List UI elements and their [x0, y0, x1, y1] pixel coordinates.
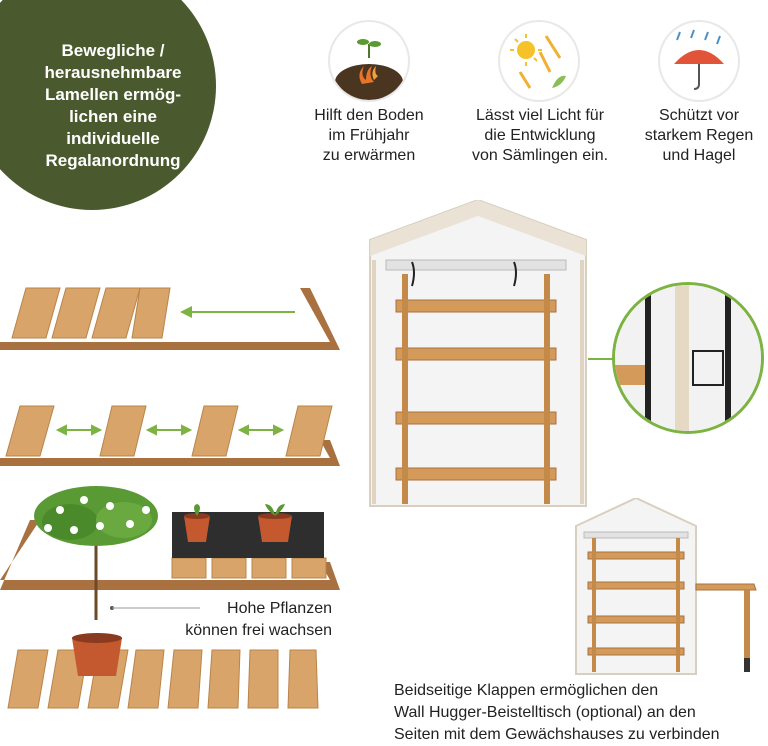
greenhouse-main-image — [368, 198, 590, 515]
feature-line: die Entwicklung — [484, 127, 596, 144]
feature-line: im Frühjahr — [328, 127, 410, 144]
feature-soil-text: Hilft den Boden im Frühjahr zu erwärmen — [294, 106, 444, 166]
shelf-diagram-spread — [0, 400, 340, 470]
zipper-detail-zoom — [612, 282, 764, 434]
badge-text: Bewegliche / herausnehmbare Lamellen erm… — [8, 40, 218, 172]
feature-line: Lässt viel Licht für — [475, 107, 605, 124]
feature-line: und Hagel — [662, 147, 736, 164]
feature-line: starkem Regen — [644, 127, 754, 144]
badge-line: Bewegliche / — [61, 41, 165, 60]
zoom-connector — [588, 358, 616, 360]
side-table-caption: Beidseitige Klappen ermöglichen den Wall… — [394, 680, 766, 746]
badge-line: individuelle — [66, 129, 160, 148]
caption-line: können frei wachsen — [185, 622, 332, 639]
badge-line: Lamellen ermög- — [44, 85, 182, 104]
shelf-diagram-plants — [0, 480, 340, 710]
greenhouse-side-table-image — [574, 496, 760, 689]
shelf-diagram-packed — [0, 280, 340, 352]
feature-line: Hilft den Boden — [314, 107, 424, 124]
feature-line: von Sämlingen ein. — [471, 147, 609, 164]
feature-rain-text: Schützt vor starkem Regen und Hagel — [624, 106, 768, 166]
badge-line: lichen eine — [69, 107, 157, 126]
badge-line: herausnehmbare — [44, 63, 182, 82]
caption-line: Seiten mit dem Gewächshauses zu verbinde… — [394, 726, 720, 743]
soil-warming-icon — [330, 22, 408, 100]
caption-line: Wall Hugger-Beistelltisch (optional) an … — [394, 704, 696, 721]
feature-line: zu erwärmen — [322, 147, 416, 164]
feature-light-text: Lässt viel Licht für die Entwicklung von… — [458, 106, 622, 166]
plant-caption: Hohe Pflanzen können frei wachsen — [162, 598, 332, 642]
umbrella-rain-icon — [660, 22, 738, 100]
feature-line: Schützt vor — [658, 107, 740, 124]
caption-line: Hohe Pflanzen — [227, 600, 332, 617]
sun-light-icon — [500, 22, 578, 100]
badge-line: Regalanordnung — [45, 151, 181, 170]
caption-line: Beidseitige Klappen ermöglichen den — [394, 682, 659, 699]
